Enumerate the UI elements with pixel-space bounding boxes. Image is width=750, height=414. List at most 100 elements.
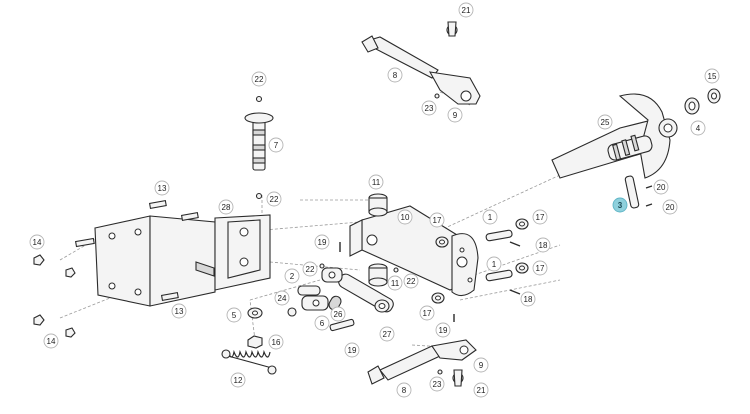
lower-top-link <box>367 339 477 387</box>
callout-circle <box>43 333 59 349</box>
callout-label: 22 <box>270 195 279 204</box>
callout-circle <box>612 197 628 213</box>
callout-circle <box>429 212 445 228</box>
callout-28[interactable]: 28 <box>218 199 234 215</box>
callout-circle <box>458 2 474 18</box>
callout-9[interactable]: 9 <box>473 357 489 373</box>
callout-10[interactable]: 10 <box>397 209 413 225</box>
callout-21[interactable]: 21 <box>458 2 474 18</box>
callout-circle <box>421 100 437 116</box>
callout-circle <box>435 322 451 338</box>
callout-circle <box>218 199 234 215</box>
callout-25[interactable]: 25 <box>597 114 613 130</box>
callout-circle <box>447 107 463 123</box>
callout-label: 2 <box>290 272 295 281</box>
callout-11[interactable]: 11 <box>387 275 403 291</box>
callout-label: 20 <box>666 203 675 212</box>
spring <box>221 349 277 375</box>
callout-12[interactable]: 12 <box>230 372 246 388</box>
callout-23[interactable]: 23 <box>429 376 445 392</box>
callout-11[interactable]: 11 <box>368 174 384 190</box>
callout-21[interactable]: 21 <box>473 382 489 398</box>
callout-8[interactable]: 8 <box>387 67 403 83</box>
callout-17[interactable]: 17 <box>429 212 445 228</box>
callout-label: 25 <box>601 118 610 127</box>
callout-circle <box>535 237 551 253</box>
callout-22[interactable]: 22 <box>302 261 318 277</box>
callout-19[interactable]: 19 <box>344 342 360 358</box>
callout-label: 22 <box>306 265 315 274</box>
callout-label: 16 <box>272 338 281 347</box>
callout-23[interactable]: 23 <box>421 100 437 116</box>
callout-circle <box>251 71 267 87</box>
callout-15[interactable]: 15 <box>704 68 720 84</box>
callout-27[interactable]: 27 <box>379 326 395 342</box>
callout-24[interactable]: 24 <box>274 290 290 306</box>
callout-circle <box>268 137 284 153</box>
callout-13[interactable]: 13 <box>171 303 187 319</box>
callout-label: 20 <box>657 183 666 192</box>
callout-circle <box>653 179 669 195</box>
callout-3[interactable]: 3 <box>612 197 628 213</box>
callout-label: 14 <box>47 337 56 346</box>
washers-5-16 <box>247 307 263 349</box>
callout-26[interactable]: 26 <box>330 306 346 322</box>
callout-18[interactable]: 18 <box>535 237 551 253</box>
callout-14[interactable]: 14 <box>29 234 45 250</box>
callout-label: 22 <box>255 75 264 84</box>
callout-17[interactable]: 17 <box>532 209 548 225</box>
callout-22[interactable]: 22 <box>403 273 419 289</box>
callout-circle <box>473 382 489 398</box>
mounting-plate <box>33 200 216 338</box>
callout-8[interactable]: 8 <box>396 382 412 398</box>
callout-16[interactable]: 16 <box>268 334 284 350</box>
callout-20[interactable]: 20 <box>653 179 669 195</box>
callout-2[interactable]: 2 <box>284 268 300 284</box>
callout-13[interactable]: 13 <box>154 180 170 196</box>
callout-circle <box>387 67 403 83</box>
callout-label: 12 <box>234 376 243 385</box>
callout-17[interactable]: 17 <box>419 305 435 321</box>
callout-1[interactable]: 1 <box>486 256 502 272</box>
callout-circle <box>486 256 502 272</box>
callout-20[interactable]: 20 <box>662 199 678 215</box>
callout-label: 19 <box>348 346 357 355</box>
callout-19[interactable]: 19 <box>314 234 330 250</box>
callout-17[interactable]: 17 <box>532 260 548 276</box>
callout-circle <box>419 305 435 321</box>
callout-1[interactable]: 1 <box>482 209 498 225</box>
callout-label: 14 <box>33 238 42 247</box>
callout-6[interactable]: 6 <box>314 315 330 331</box>
callout-label: 17 <box>423 309 432 318</box>
callout-label: 11 <box>391 279 400 288</box>
callout-9[interactable]: 9 <box>447 107 463 123</box>
callout-19[interactable]: 19 <box>435 322 451 338</box>
callout-label: 18 <box>524 295 533 304</box>
callout-label: 7 <box>274 141 279 150</box>
callout-label: 17 <box>433 216 442 225</box>
callout-22[interactable]: 22 <box>251 71 267 87</box>
callout-circle <box>532 260 548 276</box>
bracket <box>195 214 271 291</box>
callout-18[interactable]: 18 <box>520 291 536 307</box>
callout-circle <box>266 191 282 207</box>
callout-label: 6 <box>320 319 325 328</box>
callout-label: 19 <box>318 238 327 247</box>
callout-label: 22 <box>407 277 416 286</box>
callout-label: 9 <box>479 361 484 370</box>
callout-4[interactable]: 4 <box>690 120 706 136</box>
callout-circle <box>302 261 318 277</box>
callout-label: 8 <box>402 386 407 395</box>
callout-circle <box>690 120 706 136</box>
callout-circle <box>397 209 413 225</box>
callout-circle <box>268 334 284 350</box>
callout-circle <box>274 290 290 306</box>
callout-22[interactable]: 22 <box>266 191 282 207</box>
callout-5[interactable]: 5 <box>226 307 242 323</box>
callout-label: 13 <box>158 184 167 193</box>
callout-14[interactable]: 14 <box>43 333 59 349</box>
callout-7[interactable]: 7 <box>268 137 284 153</box>
upper-top-link <box>361 21 481 105</box>
callout-label: 1 <box>492 260 497 269</box>
